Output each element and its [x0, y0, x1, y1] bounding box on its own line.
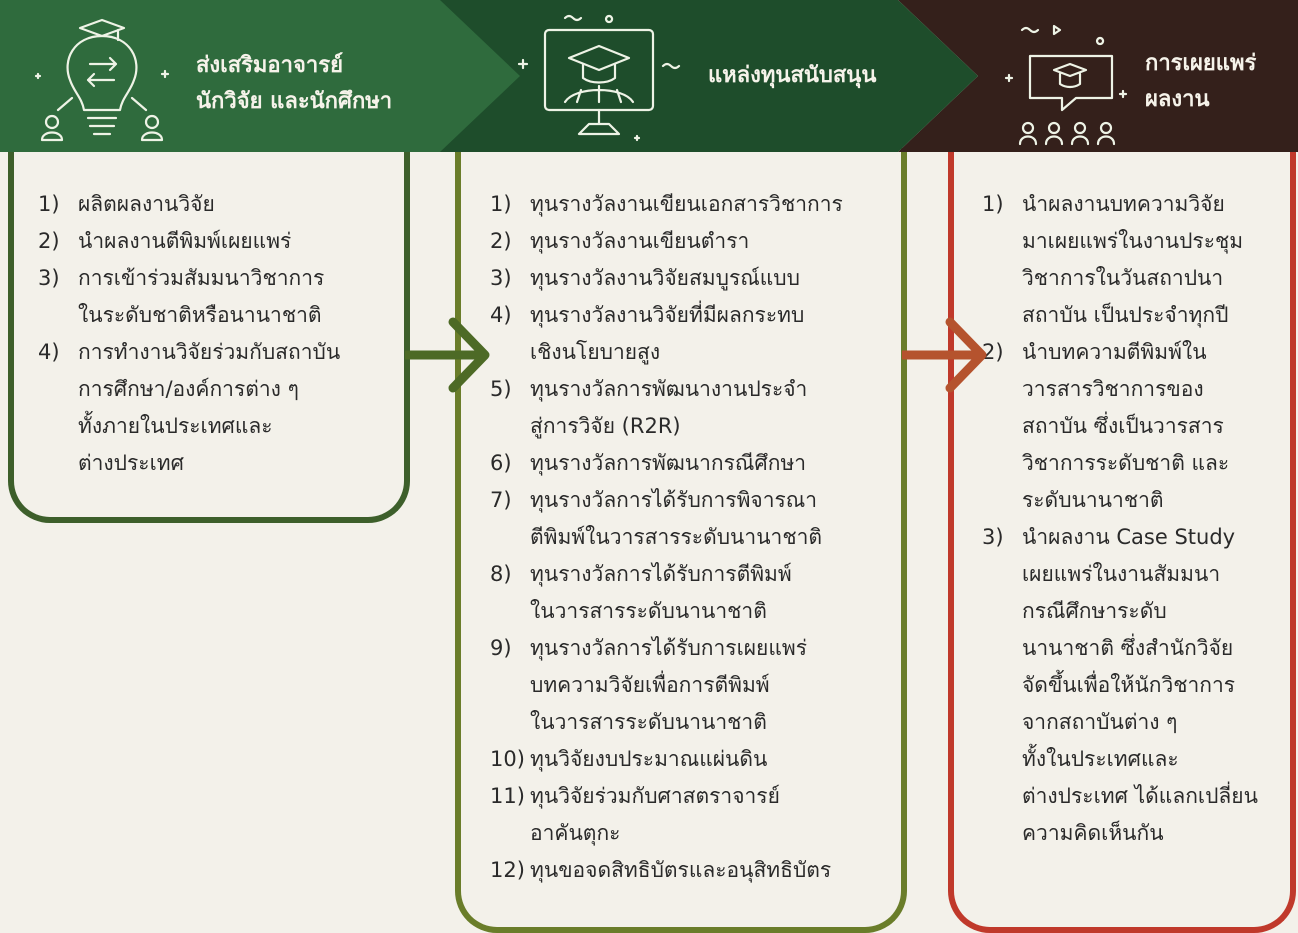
funding-list: 1)ทุนรางวัลงานเขียนเอกสารวิชาการ 2)ทุนรา…: [490, 186, 890, 889]
arrow-right-icon: [902, 317, 987, 393]
list-item: 9)ทุนรางวัลการได้รับการเผยแพร่ บทความวิจ…: [490, 636, 808, 734]
list-item: 2)นำผลงานตีพิมพ์เผยแพร่: [38, 229, 292, 253]
publication-list: 1)นำผลงานบทความวิจัย มาเผยแพร่ในงานประชุ…: [982, 186, 1292, 852]
panel-funding: [455, 148, 907, 933]
support-list: 1)ผลิตผลงานวิจัย 2)นำผลงานตีพิมพ์เผยแพร่…: [38, 186, 398, 482]
list-item: 4)ทุนรางวัลงานวิจัยที่มีผลกระทบ เชิงนโยบ…: [490, 303, 805, 364]
list-item: 1)ทุนรางวัลงานเขียนเอกสารวิชาการ: [490, 192, 843, 216]
header-title-support: ส่งเสริมอาจารย์ นักวิจัย และนักศึกษา: [196, 53, 393, 114]
list-item: 8)ทุนรางวัลการได้รับการตีพิมพ์ ในวารสารร…: [490, 562, 792, 623]
header-title-publication: การเผยแพร่ ผลงาน: [1145, 51, 1257, 112]
list-item: 11)ทุนวิจัยร่วมกับศาสตราจารย์ อาคันตุกะ: [490, 784, 780, 845]
list-item: 2)ทุนรางวัลงานเขียนตำรา: [490, 229, 750, 253]
list-item: 6)ทุนรางวัลการพัฒนากรณีศึกษา: [490, 451, 807, 475]
header-title-funding: แหล่งทุนสนับสนุน: [708, 63, 877, 88]
panel-support: [8, 148, 410, 523]
header-bar-2: [438, 0, 978, 152]
list-item: 3)ทุนรางวัลงานวิจัยสมบูรณ์แบบ: [490, 266, 800, 290]
list-item: 5)ทุนรางวัลการพัฒนางานประจำ สู่การวิจัย …: [490, 377, 808, 438]
arrow-right-icon: [405, 317, 490, 393]
panel-publication: [948, 148, 1296, 933]
list-item: 1)ผลิตผลงานวิจัย: [38, 192, 215, 216]
list-item: 12)ทุนขอจดสิทธิบัตรและอนุสิทธิบัตร: [490, 858, 832, 882]
monitor-graduation-icon: [517, 14, 681, 142]
list-item: 3)การเข้าร่วมสัมมนาวิชาการ ในระดับชาติหร…: [38, 266, 325, 327]
list-item: 2)นำบทความตีพิมพ์ใน วารสารวิชาการของ สถา…: [982, 340, 1230, 512]
list-item: 3)นำผลงาน Case Study เผยแพร่ในงานสัมมนา …: [982, 525, 1258, 845]
lightbulb-icon: [34, 18, 170, 142]
chat-graduation-icon: [1004, 24, 1128, 146]
list-item: 10)ทุนวิจัยงบประมาณแผ่นดิน: [490, 747, 768, 771]
list-item: 1)นำผลงานบทความวิจัย มาเผยแพร่ในงานประชุ…: [982, 192, 1244, 327]
list-item: 4)การทำงานวิจัยร่วมกับสถาบัน การศึกษา/อง…: [38, 340, 341, 475]
list-item: 7)ทุนรางวัลการได้รับการพิจารณา ตีพิมพ์ใน…: [490, 488, 823, 549]
